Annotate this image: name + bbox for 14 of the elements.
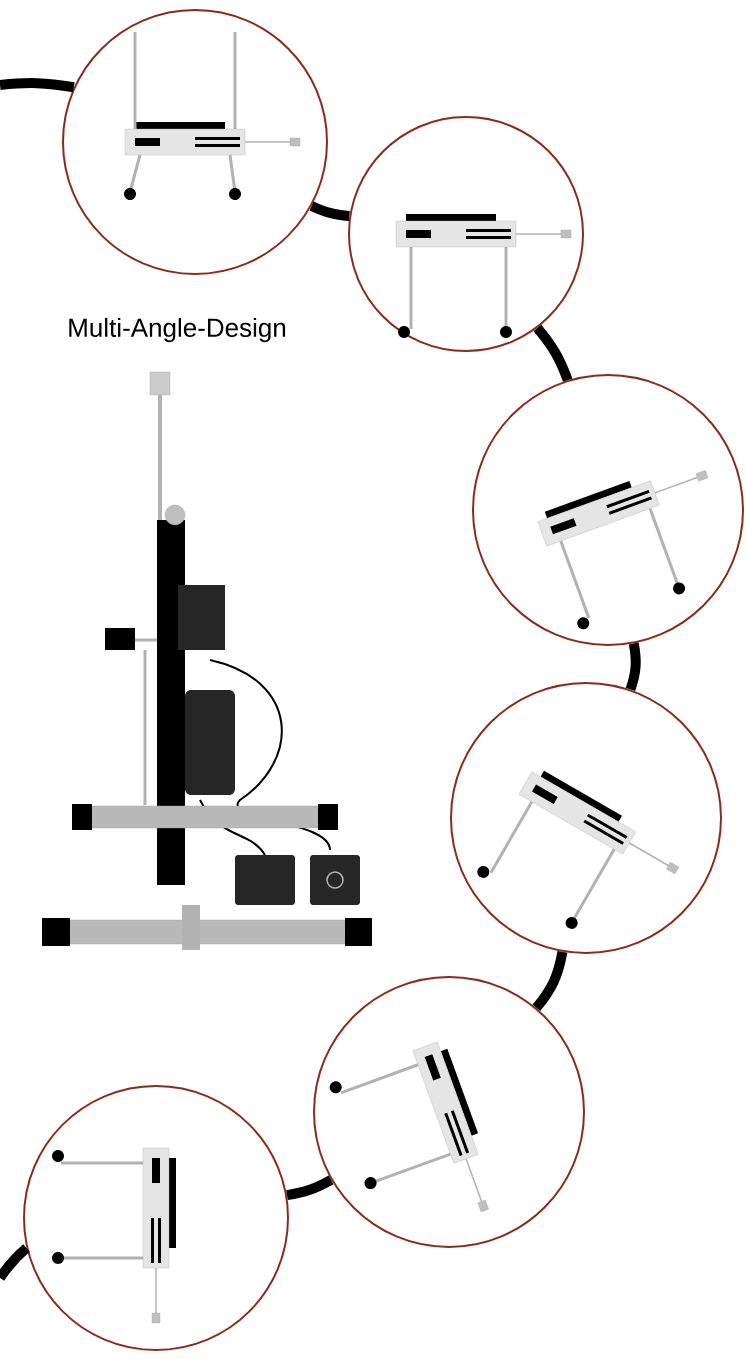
connector-curve xyxy=(309,201,350,222)
photo-circle xyxy=(472,374,744,646)
connector-curve xyxy=(0,1244,30,1281)
connector-curve xyxy=(286,1175,334,1201)
photo-circle xyxy=(23,1085,289,1351)
connector-curve xyxy=(533,324,573,382)
connector-curve xyxy=(625,642,641,692)
photo-circle xyxy=(348,116,584,352)
photo-circle xyxy=(313,976,585,1248)
photo-circle xyxy=(62,9,328,275)
connector-curve xyxy=(532,951,568,1011)
title: Multi-Angle-Design xyxy=(69,317,286,343)
connector-curve xyxy=(0,78,75,93)
photo-circle xyxy=(450,682,722,954)
